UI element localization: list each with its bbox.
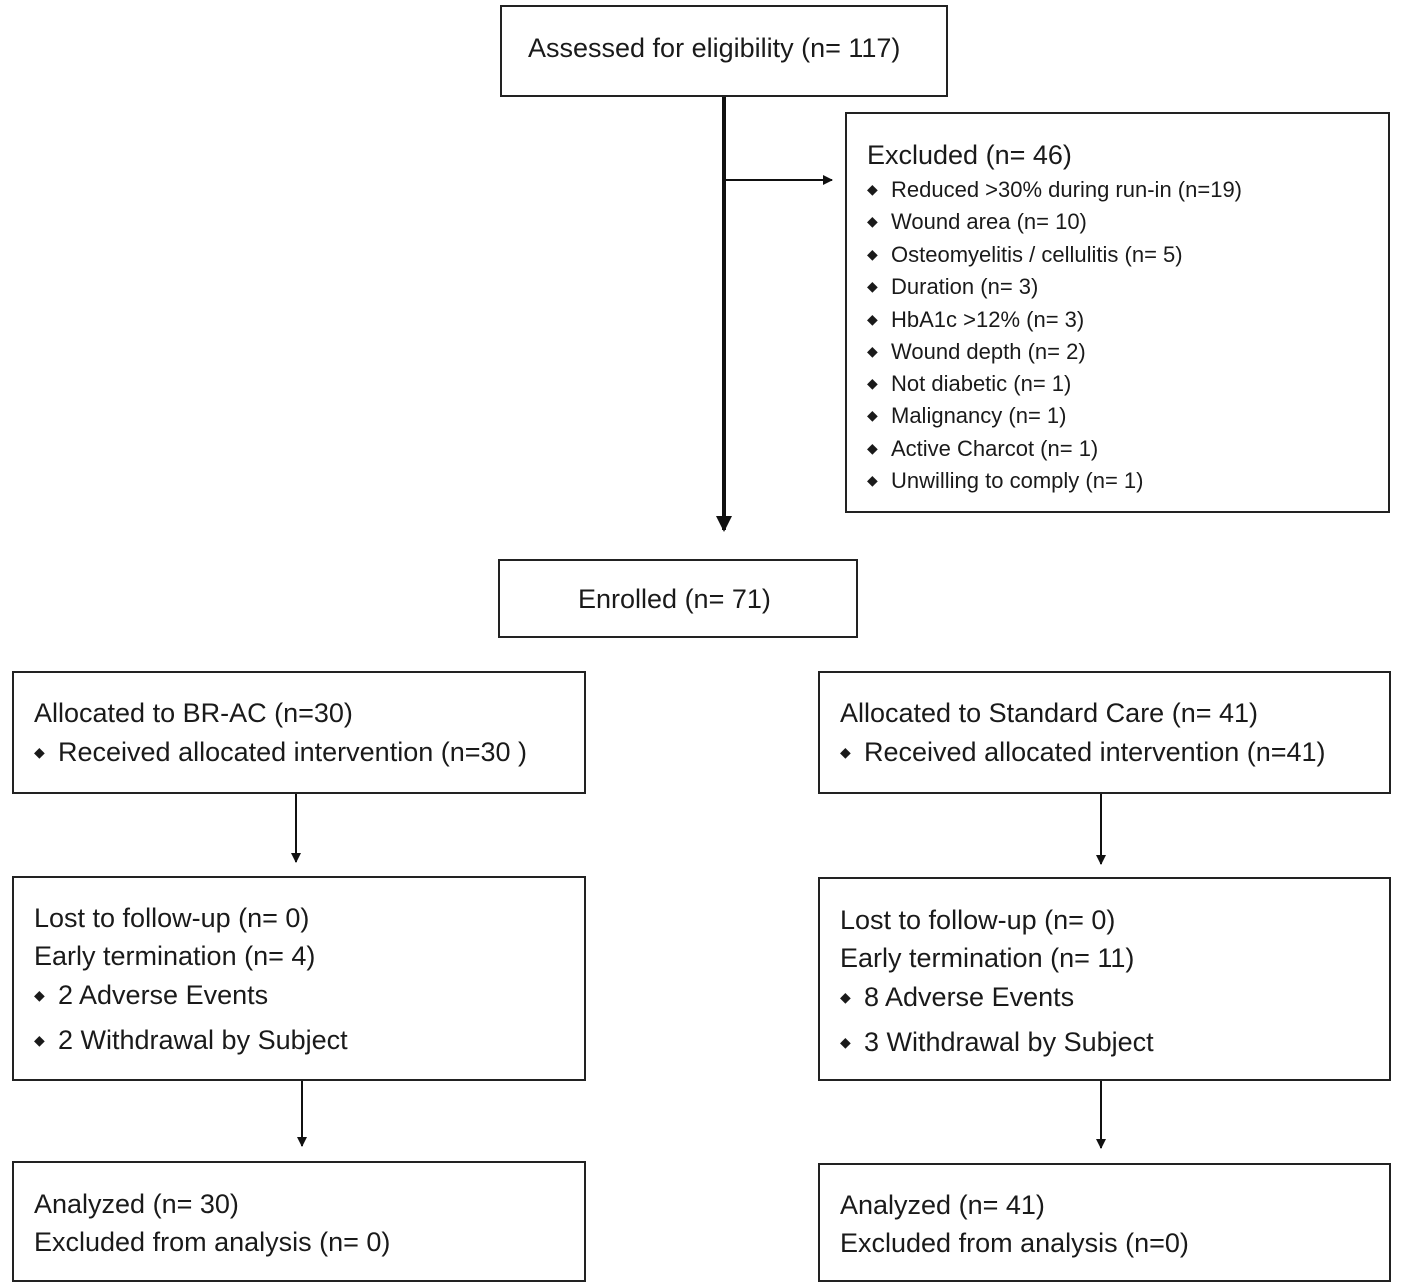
enrolled-box: Enrolled (n= 71) (498, 559, 858, 638)
excluded-item: ◆Unwilling to comply (n= 1) (867, 468, 1144, 493)
left-analyzed: Analyzed (n= 30) (34, 1189, 239, 1219)
bullet-icon: ◆ (867, 375, 878, 392)
left-allocation-title: Allocated to BR-AC (n=30) (34, 698, 353, 728)
excluded-title: Excluded (n= 46) (867, 140, 1072, 170)
bullet-icon: ◆ (840, 1033, 851, 1050)
bullet-icon: ◆ (867, 181, 878, 198)
right-followup-item: ◆8 Adverse Events (840, 982, 1075, 1012)
excluded-item: ◆Not diabetic (n= 1) (867, 371, 1072, 396)
right-analysis-box: Analyzed (n= 41) Excluded from analysis … (818, 1163, 1391, 1282)
bullet-icon: ◆ (867, 472, 878, 489)
excluded-box: Excluded (n= 46) ◆Reduced >30% during ru… (845, 112, 1390, 513)
enrolled-text: Enrolled (n= 71) (578, 584, 771, 614)
bullet-icon: ◆ (867, 343, 878, 360)
left-followup-box: Lost to follow-up (n= 0) Early terminati… (12, 876, 586, 1081)
bullet-icon: ◆ (34, 743, 45, 760)
bullet-icon: ◆ (840, 743, 851, 760)
right-excluded-analysis: Excluded from analysis (n=0) (840, 1228, 1189, 1258)
right-analyzed: Analyzed (n= 41) (840, 1190, 1045, 1220)
bullet-icon: ◆ (34, 986, 45, 1003)
excluded-item: ◆Malignancy (n= 1) (867, 403, 1067, 428)
bullet-icon: ◆ (867, 213, 878, 230)
left-lost-followup: Lost to follow-up (n= 0) (34, 903, 310, 933)
bullet-icon: ◆ (34, 1031, 45, 1048)
right-followup-item: ◆3 Withdrawal by Subject (840, 1027, 1154, 1057)
left-followup-item: ◆2 Withdrawal by Subject (34, 1025, 348, 1055)
right-early-termination: Early termination (n= 11) (840, 943, 1135, 973)
left-analysis-box: Analyzed (n= 30) Excluded from analysis … (12, 1161, 586, 1282)
excluded-item: ◆Duration (n= 3) (867, 274, 1039, 299)
left-allocation-box: Allocated to BR-AC (n=30) ◆Received allo… (12, 671, 586, 794)
bullet-icon: ◆ (867, 246, 878, 263)
right-allocation-item: ◆Received allocated intervention (n=41) (840, 737, 1326, 767)
excluded-item: ◆HbA1c >12% (n= 3) (867, 307, 1085, 332)
excluded-item: ◆Reduced >30% during run-in (n=19) (867, 177, 1243, 202)
left-excluded-analysis: Excluded from analysis (n= 0) (34, 1227, 391, 1257)
bullet-icon: ◆ (867, 278, 878, 295)
right-allocation-box: Allocated to Standard Care (n= 41) ◆Rece… (818, 671, 1391, 794)
excluded-item: ◆Wound depth (n= 2) (867, 339, 1086, 364)
right-followup-box: Lost to follow-up (n= 0) Early terminati… (818, 877, 1391, 1081)
excluded-item: ◆Active Charcot (n= 1) (867, 436, 1099, 461)
right-lost-followup: Lost to follow-up (n= 0) (840, 905, 1116, 935)
assessed-text: Assessed for eligibility (n= 117) (528, 33, 901, 63)
excluded-item: ◆Wound area (n= 10) (867, 209, 1087, 234)
bullet-icon: ◆ (867, 407, 878, 424)
bullet-icon: ◆ (840, 988, 851, 1005)
bullet-icon: ◆ (867, 311, 878, 328)
left-allocation-item: ◆Received allocated intervention (n=30 ) (34, 737, 528, 767)
bullet-icon: ◆ (867, 440, 878, 457)
left-early-termination: Early termination (n= 4) (34, 941, 316, 971)
excluded-item: ◆Osteomyelitis / cellulitis (n= 5) (867, 242, 1183, 267)
right-allocation-title: Allocated to Standard Care (n= 41) (840, 698, 1258, 728)
assessed-box: Assessed for eligibility (n= 117) (500, 5, 948, 97)
left-followup-item: ◆2 Adverse Events (34, 980, 269, 1010)
